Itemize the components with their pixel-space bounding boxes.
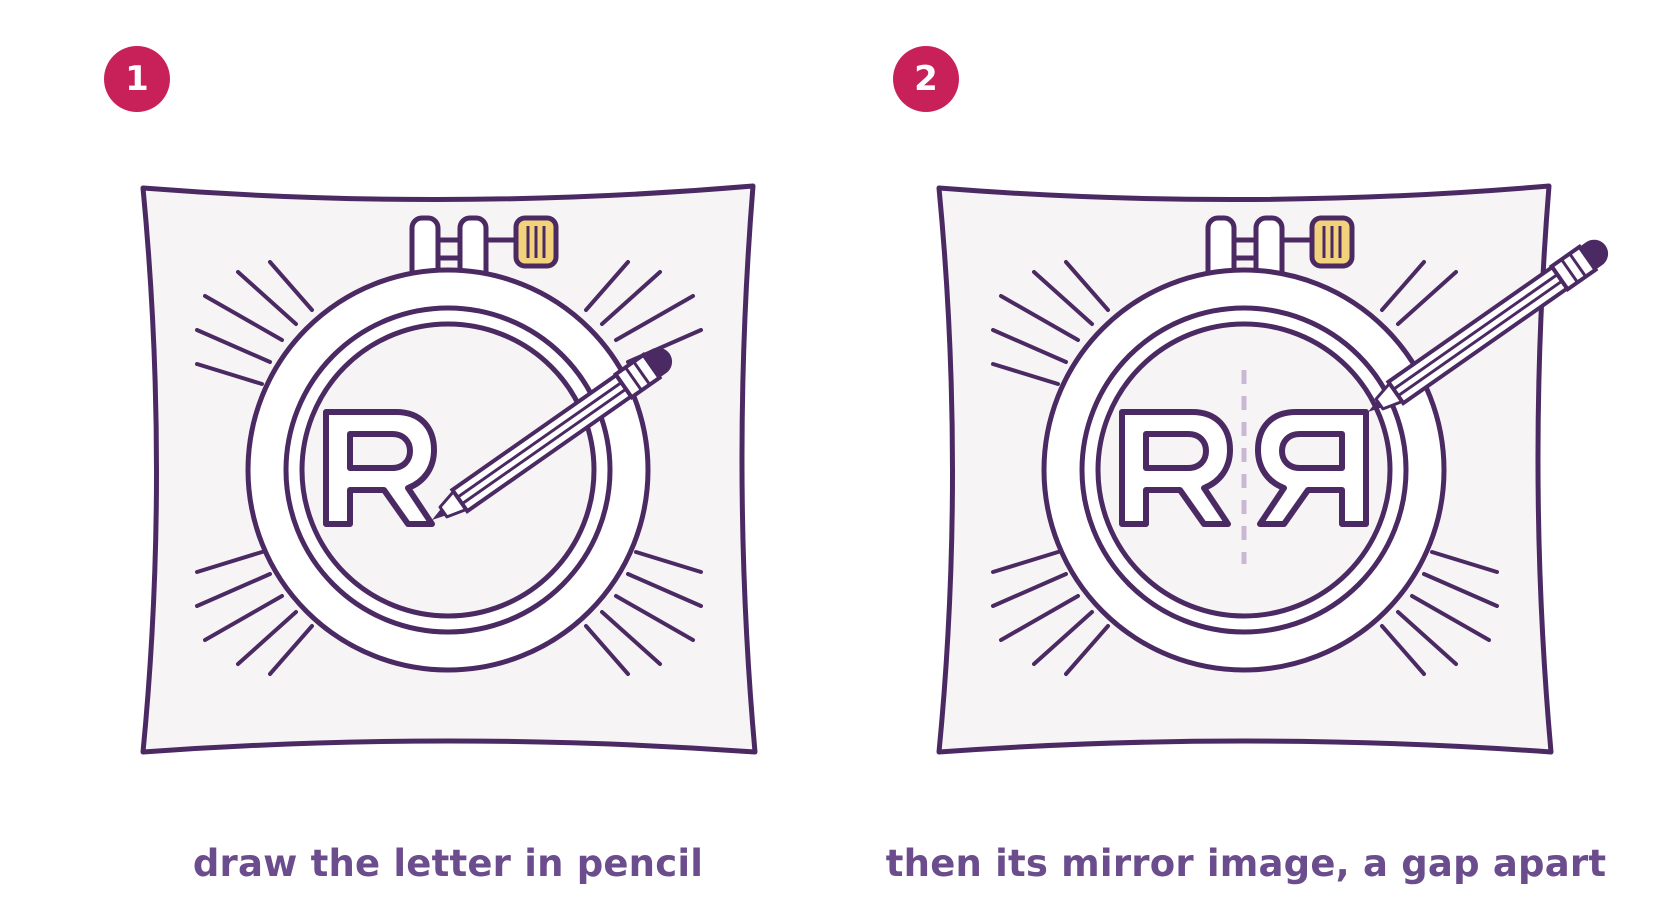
step-1-badge: 1 bbox=[104, 46, 170, 112]
step-2-caption: then its mirror image, a gap apart bbox=[885, 842, 1607, 885]
step-1-illustration bbox=[140, 183, 758, 755]
embroidery-hoop-icon bbox=[1041, 215, 1447, 673]
embroidery-hoop-icon bbox=[245, 215, 651, 673]
sparkle-rays bbox=[195, 260, 703, 676]
step-2-illustration bbox=[936, 183, 1616, 755]
step-1-caption: draw the letter in pencil bbox=[192, 842, 704, 885]
step-2-badge: 2 bbox=[893, 46, 959, 112]
